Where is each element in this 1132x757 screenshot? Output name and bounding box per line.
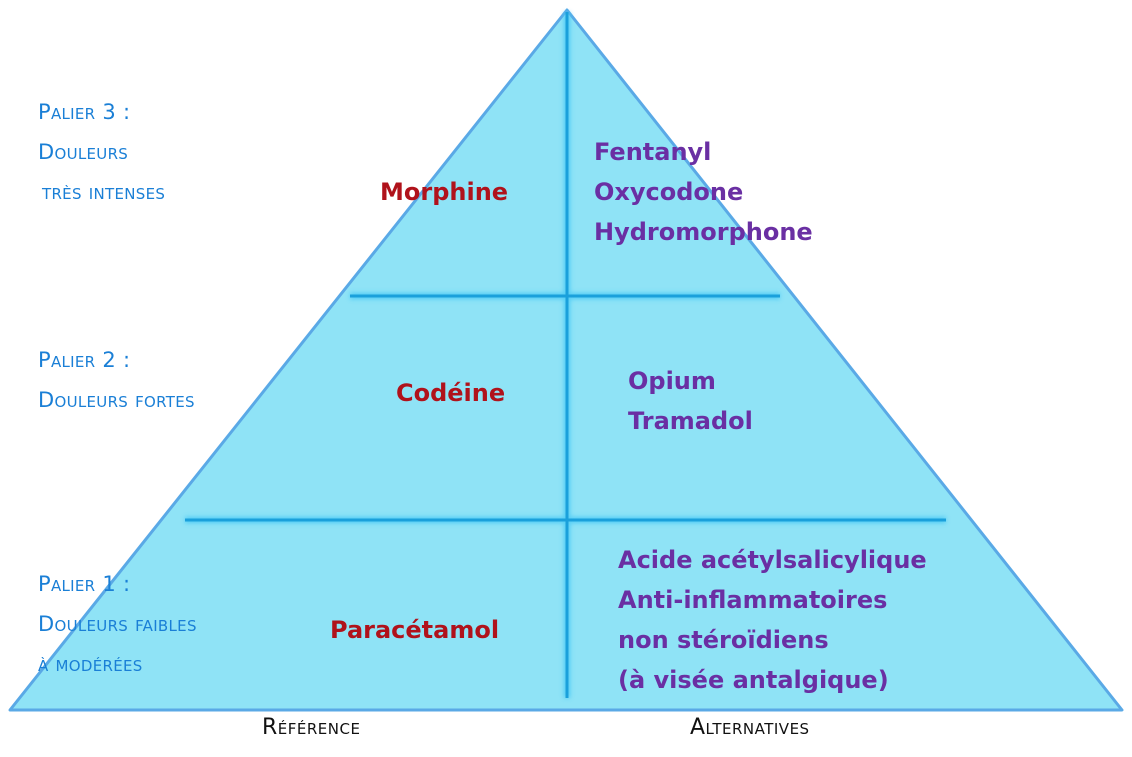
level-3-label-line-2: Douleurs [38,140,129,164]
level-1-alternative-2: Anti-inflammatoires [618,586,888,614]
level-3-alternative-1: Fentanyl [594,138,712,166]
level-3-reference: Morphine [380,178,509,206]
level-3-alternative-2: Oxycodone [594,178,744,206]
alternatives-column-label: Alternatives [690,715,810,740]
level-1-alternative-1: Acide acétylsalicylique [618,546,927,574]
level-2-label-line-1: Palier 2 : [38,348,131,372]
level-3-label-line-3: très intenses [42,180,166,204]
level-1-label-line-3: à modérées [38,652,143,676]
level-1-alternative-3: non stéroïdiens [618,626,829,654]
level-2-label-line-2: Douleurs fortes [38,388,195,412]
level-2-alternative-1: Opium [628,367,716,395]
level-1-label-line-2: Douleurs faibles [38,612,197,636]
level-3-alternative-3: Hydromorphone [594,218,813,246]
level-1-alternative-4: (à visée antalgique) [618,666,889,694]
level-1-label: Palier 1 : Douleurs faibles à modérées [38,564,197,684]
level-2-alternative-2: Tramadol [628,407,753,435]
level-1-label-line-1: Palier 1 : [38,572,131,596]
level-3-label-line-1: Palier 3 : [38,100,131,124]
level-2-label: Palier 2 : Douleurs fortes [38,340,195,420]
level-1-reference: Paracétamol [330,616,500,644]
level-3-label: Palier 3 : Douleurs très intenses [38,92,165,212]
reference-column-label: Référence [262,715,361,740]
level-3-alternatives: Fentanyl Oxycodone Hydromorphone [594,132,813,252]
level-1-alternatives: Acide acétylsalicylique Anti-inflammatoi… [618,540,927,700]
level-2-alternatives: Opium Tramadol [628,361,753,441]
level-2-reference: Codéine [396,379,506,407]
